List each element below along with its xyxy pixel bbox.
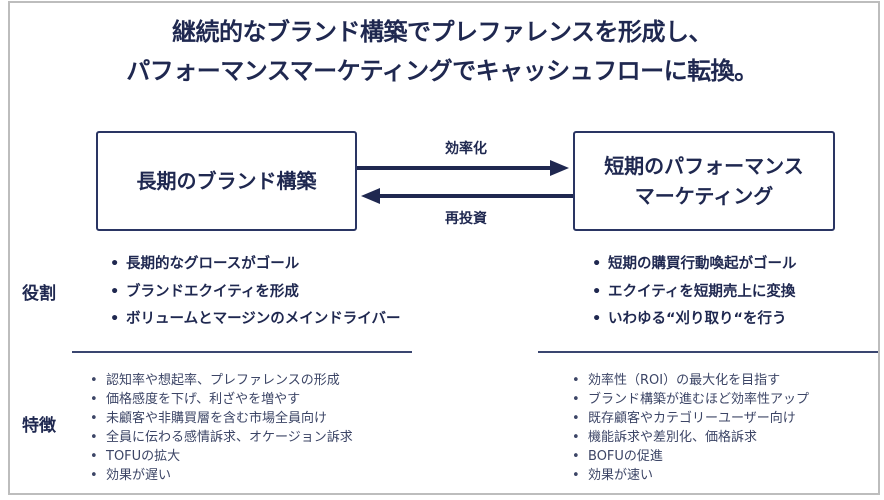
list-item: ブランド構築が進むほど効率性アップ <box>572 390 809 409</box>
list-item: いわゆる“刈り取り“を行う <box>592 306 797 334</box>
arrow-forward-label: 効率化 <box>445 141 487 157</box>
list-item: 機能訴求や差別化、価格訴求 <box>572 428 809 447</box>
box-label-line-2: マーケティング <box>634 184 774 208</box>
list-item: 効率性（ROI）の最大化を目指す <box>572 371 809 390</box>
role-list-right: 短期の購買行動喚起がゴール エクイティを短期売上に変換 いわゆる“刈り取り“を行… <box>592 251 797 334</box>
features-section-label: 特徴 <box>22 416 56 436</box>
slide-title-line-2: パフォーマンスマーケティングでキャッシュフローに転換。 <box>126 57 758 85</box>
list-item: 効果が速い <box>572 466 809 485</box>
divider-left <box>72 351 412 353</box>
list-item: 長期的なグロースがゴール <box>110 251 400 279</box>
list-item: 効果が遅い <box>90 466 353 485</box>
features-list-left: 認知率や想起率、プレファレンスの形成 価格感度を下げ、利ざやを増やす 未顧客や非… <box>90 371 353 485</box>
list-item: BOFUの促進 <box>572 447 809 466</box>
long-term-brand-building-box: 長期のブランド構築 <box>96 131 357 231</box>
box-label: 長期のブランド構築 <box>136 169 317 193</box>
role-list-left: 長期的なグロースがゴール ブランドエクイティを形成 ボリュームとマージンのメイン… <box>110 251 400 334</box>
arrow-back-label: 再投資 <box>445 211 487 227</box>
list-item: ブランドエクイティを形成 <box>110 279 400 307</box>
box-label-line-1: 短期のパフォーマンス <box>604 154 804 178</box>
list-item: 未顧客や非購買層を含む市場全員向け <box>90 409 353 428</box>
list-item: 既存顧客やカテゴリーユーザー向け <box>572 409 809 428</box>
list-item: 価格感度を下げ、利ざやを増やす <box>90 390 353 409</box>
list-item: TOFUの拡大 <box>90 447 353 466</box>
list-item: 認知率や想起率、プレファレンスの形成 <box>90 371 353 390</box>
role-section-label: 役割 <box>22 284 56 304</box>
slide-title-line-1: 継続的なブランド構築でプレファレンスを形成し、 <box>171 18 713 46</box>
list-item: 短期の購買行動喚起がゴール <box>592 251 797 279</box>
list-item: ボリュームとマージンのメインドライバー <box>110 306 400 334</box>
short-term-performance-marketing-box: 短期のパフォーマンス マーケティング <box>573 131 835 231</box>
list-item: 全員に伝わる感情訴求、オケージョン訴求 <box>90 428 353 447</box>
divider-right <box>538 351 878 353</box>
features-list-right: 効率性（ROI）の最大化を目指す ブランド構築が進むほど効率性アップ 既存顧客や… <box>572 371 809 485</box>
list-item: エクイティを短期売上に変換 <box>592 279 797 307</box>
